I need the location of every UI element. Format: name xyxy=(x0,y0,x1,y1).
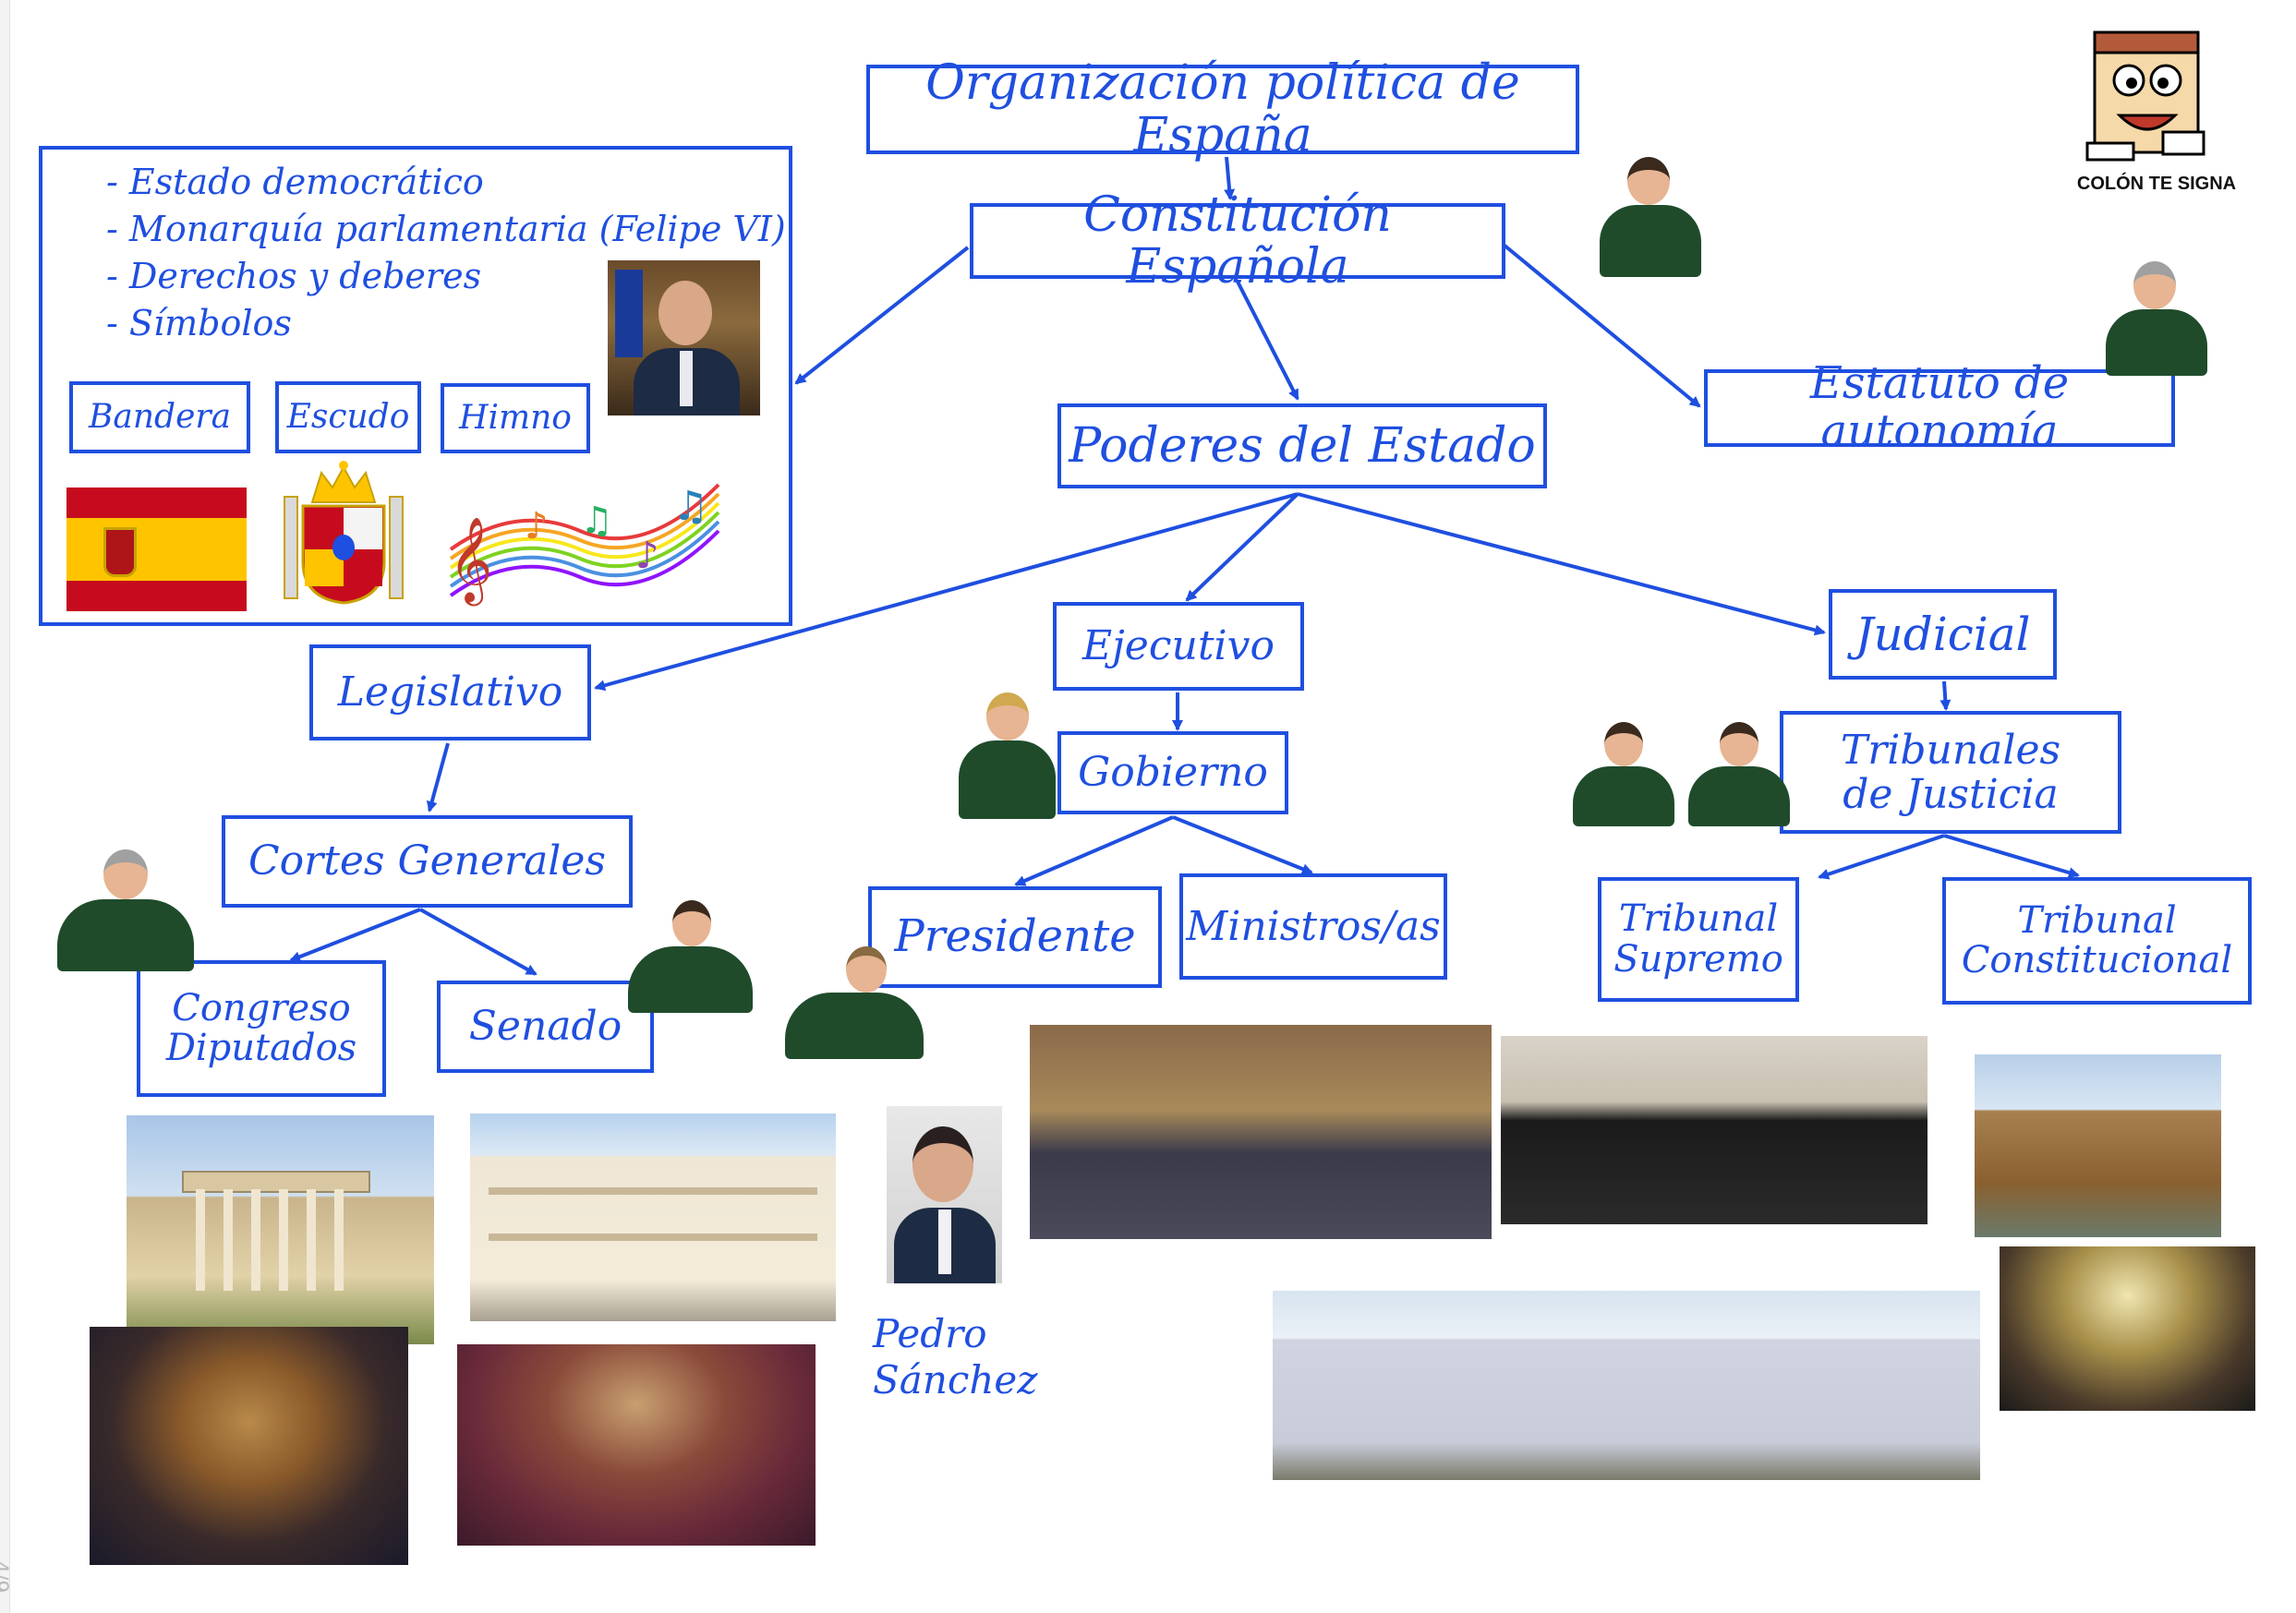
tribunales-box: Tribunales de Justicia xyxy=(1780,711,2121,834)
government-group-photo xyxy=(1030,1025,1492,1239)
svg-text:♫: ♫ xyxy=(580,500,613,542)
gobierno-box: Gobierno xyxy=(1057,731,1288,814)
powers-label: Poderes del Estado xyxy=(1069,417,1536,474)
supreme-court-judges-photo xyxy=(1501,1036,1927,1224)
ministros-box: Ministros/as xyxy=(1179,873,1447,980)
senado-label: Senado xyxy=(468,1003,622,1051)
senado-chamber-photo xyxy=(457,1344,816,1546)
legislative-box: Legislativo xyxy=(309,644,591,740)
congreso-chamber-photo xyxy=(90,1327,408,1565)
symbol-coat-box: Escudo xyxy=(275,381,421,453)
judicial-box: Judicial xyxy=(1829,589,2057,680)
gobierno-label: Gobierno xyxy=(1078,749,1268,797)
executive-label: Ejecutivo xyxy=(1082,622,1275,670)
spanish-flag-icon xyxy=(66,488,247,611)
cortes-label: Cortes Generales xyxy=(248,837,606,885)
constitutional-court-building-photo xyxy=(1975,1054,2221,1237)
arrow-constitution-statute xyxy=(1502,243,1701,408)
music-notes-icon: 𝄞 ♪ ♫ ♪ ♫ xyxy=(449,483,720,606)
arrow-cortes-congreso xyxy=(289,908,421,962)
arrow-judicial-tribunales xyxy=(1940,680,1952,711)
svg-text:𝄞: 𝄞 xyxy=(449,516,492,606)
sign-language-interpreter-icon xyxy=(959,692,1056,819)
constitution-bullets: - Estado democrático - Monarquía parlame… xyxy=(106,159,786,347)
brand-caption: COLÓN TE SIGNA xyxy=(2076,174,2237,194)
arrow-constitution-list xyxy=(794,246,970,385)
arrow-title-constitution xyxy=(1224,156,1236,200)
arrow-cortes-senado xyxy=(419,908,538,976)
symbol-flag-label: Bandera xyxy=(88,397,232,436)
president-name: Pedro Sánchez xyxy=(873,1311,1038,1402)
bullet-rights: - Derechos y deberes xyxy=(106,256,482,296)
congreso-box: Congreso Diputados xyxy=(137,960,386,1097)
constitutional-court-chamber-photo xyxy=(2000,1246,2255,1411)
senado-building-photo xyxy=(470,1113,836,1321)
supremo-label: Tribunal Supremo xyxy=(1613,897,1783,981)
statute-label: Estatuto de autonomía xyxy=(1809,357,2070,457)
sign-language-interpreter-icon xyxy=(628,900,753,1013)
king-photo xyxy=(608,260,760,415)
symbol-flag-box: Bandera xyxy=(69,381,250,453)
arrow-powers-judicial xyxy=(1297,492,1826,636)
symbol-coat-label: Escudo xyxy=(286,397,410,436)
legislative-label: Legislativo xyxy=(337,668,563,716)
sign-language-interpreter-icon xyxy=(57,849,194,971)
sign-language-interpreter-icon xyxy=(1600,157,1701,277)
presidente-box: Presidente xyxy=(868,886,1162,988)
coat-of-arms-icon xyxy=(284,461,404,605)
congreso-building-photo xyxy=(127,1115,434,1344)
svg-text:♪: ♪ xyxy=(635,535,659,577)
arrow-gobierno-ministros xyxy=(1172,815,1313,874)
symbol-anthem-label: Himno xyxy=(459,398,572,437)
tribunales-label: Tribunales de Justicia xyxy=(1840,726,2061,818)
presidente-label: Presidente xyxy=(894,910,1136,963)
president-photo xyxy=(887,1106,1002,1283)
bullet-symbols: - Símbolos xyxy=(106,303,292,343)
title-box: Organización política de España xyxy=(866,57,1579,162)
page-edge xyxy=(0,0,10,1613)
ministros-label: Ministros/as xyxy=(1186,902,1441,950)
svg-text:♪: ♪ xyxy=(525,505,549,548)
statute-box: Estatuto de autonomía xyxy=(1704,359,2175,455)
arrow-tribunales-constitucional xyxy=(1943,834,2080,878)
title-label: Organización política de España xyxy=(925,55,1520,163)
supremo-box: Tribunal Supremo xyxy=(1598,877,1799,1002)
executive-box: Ejecutivo xyxy=(1053,602,1304,691)
arrow-gobierno-presidente xyxy=(1014,815,1174,886)
symbol-anthem-box: Himno xyxy=(441,383,590,453)
arrow-powers-legislative xyxy=(594,492,1299,692)
congreso-label: Congreso Diputados xyxy=(165,986,357,1069)
sign-language-interpreter-icon xyxy=(1573,722,1674,826)
arrow-constitution-powers xyxy=(1236,281,1299,401)
sign-language-interpreter-icon xyxy=(1688,722,1790,826)
judicial-label: Judicial xyxy=(1855,608,2031,661)
senado-box: Senado xyxy=(437,981,654,1073)
constitution-label: Constitución Española xyxy=(1083,187,1392,295)
arrow-tribunales-supremo xyxy=(1818,834,1945,880)
svg-text:♫: ♫ xyxy=(672,483,708,530)
brand-logo xyxy=(2078,23,2217,199)
constitucional-label: Tribunal Constitucional xyxy=(1961,898,2233,981)
cortes-box: Cortes Generales xyxy=(222,815,633,908)
arrow-powers-executive xyxy=(1185,492,1299,602)
sign-language-interpreter-icon xyxy=(785,946,924,1059)
bullet-monarchy: - Monarquía parlamentaria (Felipe VI) xyxy=(106,209,786,249)
bullet-democratic-state: - Estado democrático xyxy=(106,162,484,202)
constitucional-box: Tribunal Constitucional xyxy=(1942,877,2252,1005)
powers-box: Poderes del Estado xyxy=(1057,403,1547,488)
arrow-legislative-cortes xyxy=(426,742,450,813)
constitution-box: Constitución Española xyxy=(970,189,1505,293)
supreme-court-building-photo xyxy=(1273,1291,1980,1480)
sign-language-interpreter-icon xyxy=(2106,261,2207,376)
